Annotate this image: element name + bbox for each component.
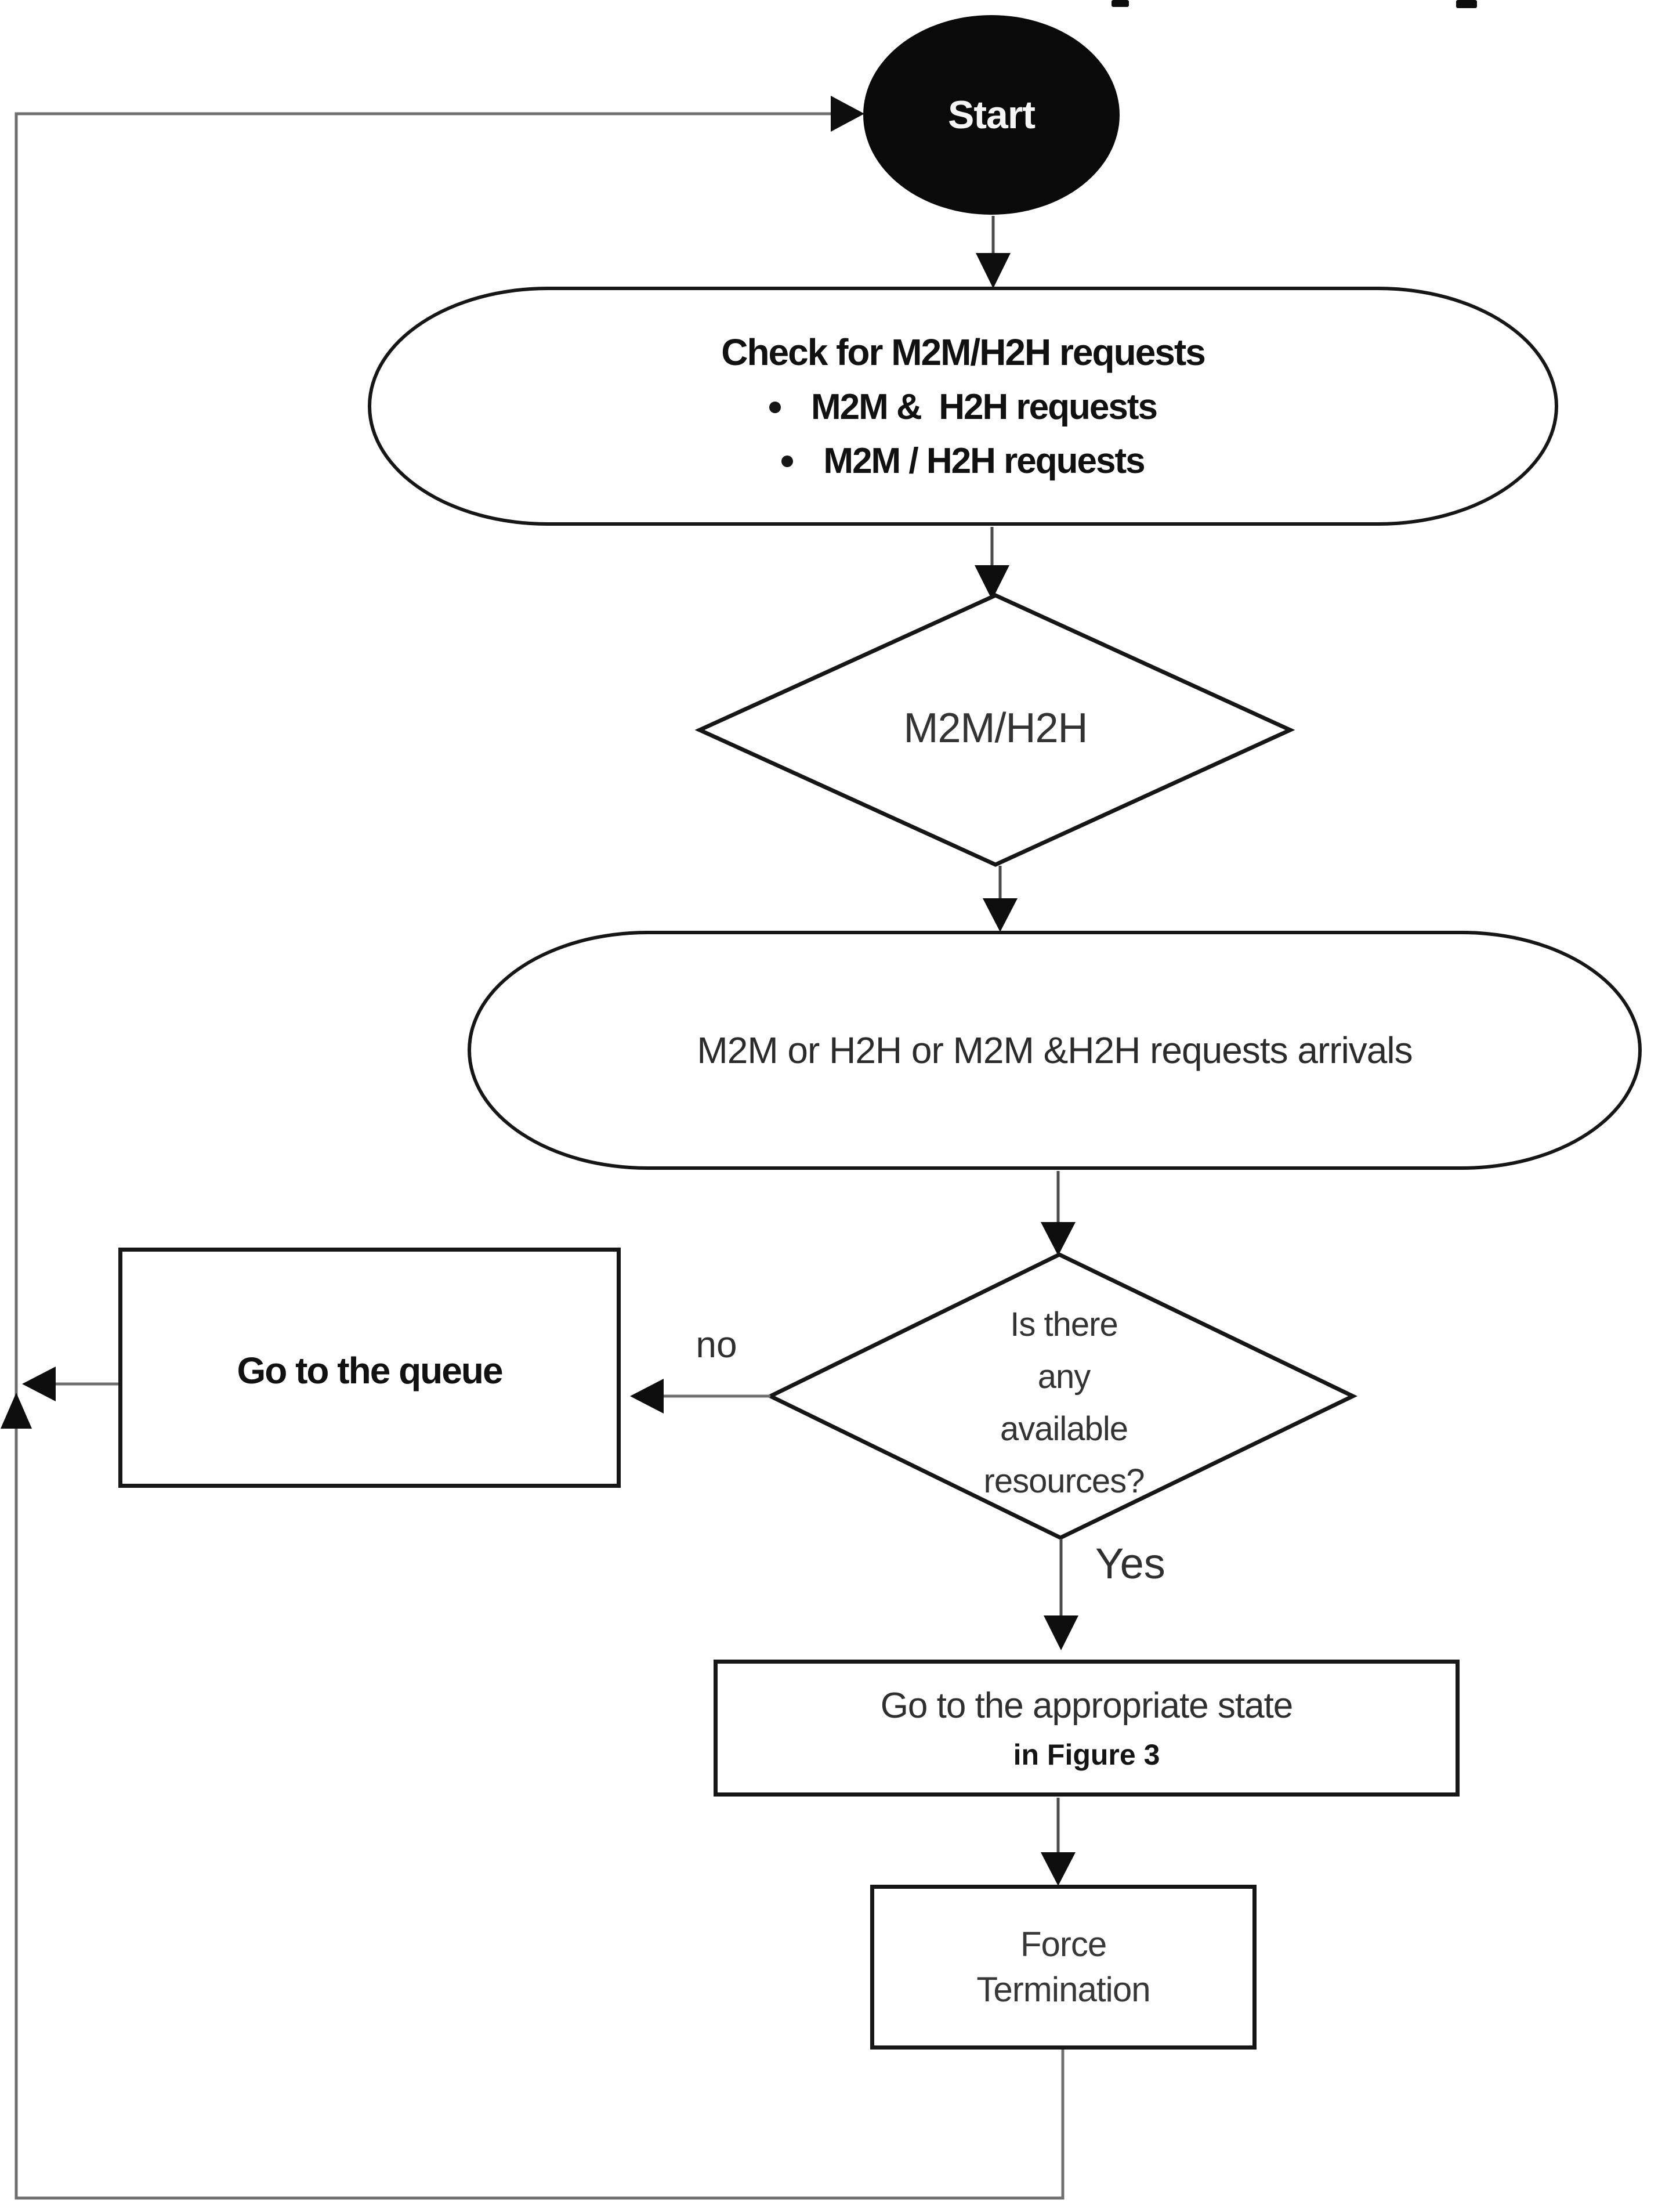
arrowhead-into-queue-icon	[630, 1379, 664, 1414]
check-requests-node: Check for M2M/H2H requests M2M & H2H req…	[368, 287, 1558, 526]
decision2-line: Is there	[1010, 1306, 1118, 1343]
arrowhead-arrivals-icon	[983, 898, 1018, 932]
no-edge-label: no	[696, 1324, 737, 1365]
bullet-dot-icon	[769, 401, 781, 413]
arrowhead-decision2-icon	[1041, 1222, 1076, 1256]
arrivals-node: M2M or H2H or M2M &H2H requests arrivals	[468, 931, 1642, 1170]
check-bullet-item: M2M & H2H requests	[769, 386, 1158, 428]
arrowhead-into-start-icon	[831, 96, 864, 132]
decision1-diamond	[694, 593, 1295, 867]
decision2-line: any	[1037, 1358, 1091, 1396]
start-node: Start	[863, 15, 1120, 215]
cropped-caption-fragment	[1456, 0, 1477, 8]
decision2-diamond	[766, 1252, 1358, 1540]
check-bullet-label: M2M & H2H requests	[811, 387, 1158, 427]
force-termination-line2: Termination	[976, 1970, 1150, 2009]
arrowhead-check-icon	[976, 253, 1011, 288]
check-bullet-label: M2M / H2H requests	[823, 441, 1145, 481]
queue-node: Go to the queue	[118, 1248, 621, 1488]
decision2-label: Is there any available resources?	[919, 1299, 1209, 1508]
start-label: Start	[948, 93, 1036, 137]
arrowhead-upward-loop-icon	[1, 1393, 32, 1429]
decision1-label: M2M/H2H	[903, 705, 1088, 751]
arrowhead-queue-return-icon	[22, 1367, 56, 1401]
arrowhead-into-state-icon	[1044, 1615, 1078, 1650]
appropriate-state-line2: in Figure 3	[1013, 1738, 1160, 1771]
decision2-line: available	[1000, 1410, 1128, 1448]
check-requests-title: Check for M2M/H2H requests	[721, 331, 1206, 373]
bullet-dot-icon	[781, 455, 794, 467]
arrowhead-decision1-icon	[975, 565, 1009, 600]
decision2-line: resources?	[983, 1462, 1145, 1500]
appropriate-state-node: Go to the appropriate state in Figure 3	[714, 1660, 1460, 1797]
queue-label: Go to the queue	[237, 1350, 503, 1391]
force-termination-node: Force Termination	[870, 1885, 1257, 2050]
cropped-caption-fragment	[1112, 0, 1129, 7]
appropriate-state-line1: Go to the appropriate state	[880, 1685, 1294, 1726]
check-bullet-item: M2M / H2H requests	[781, 440, 1146, 482]
loop-return-line	[15, 112, 1065, 2200]
force-termination-line1: Force	[1020, 1925, 1107, 1964]
arrivals-label: M2M or H2H or M2M &H2H requests arrivals	[697, 1029, 1413, 1071]
yes-edge-label: Yes	[1095, 1539, 1165, 1588]
arrowhead-into-terminate-icon	[1041, 1852, 1076, 1886]
